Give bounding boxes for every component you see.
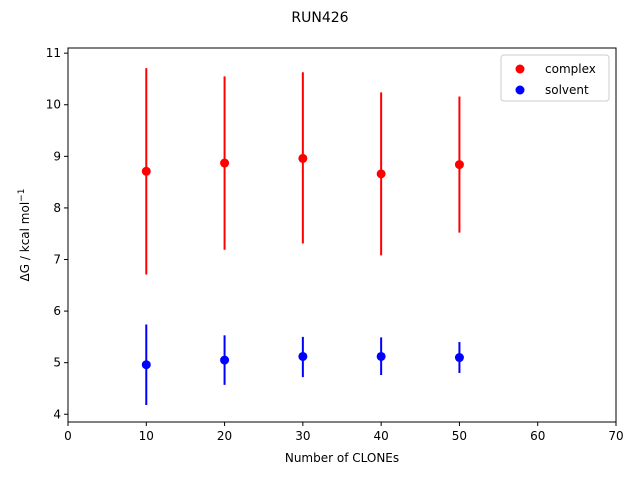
y-tick-label: 9 <box>53 149 61 163</box>
y-tick-label: 5 <box>53 356 61 370</box>
data-point <box>298 351 308 361</box>
y-tick-label: 10 <box>46 98 61 112</box>
y-axis: 4 5 6 7 8 9 10 11 <box>46 46 68 421</box>
y-axis-label: ΔG / kcal mol−1 <box>17 189 32 282</box>
y-tick-label: 8 <box>53 201 61 215</box>
y-tick-label: 4 <box>53 407 61 421</box>
x-tick-label: 0 <box>64 429 72 443</box>
x-tick-label: 40 <box>374 429 389 443</box>
legend-marker-complex <box>515 64 525 74</box>
x-tick-label: 30 <box>295 429 310 443</box>
data-point <box>141 360 151 370</box>
data-point <box>454 353 464 363</box>
y-tick-label: 11 <box>46 46 61 60</box>
legend: complex solvent <box>500 54 610 102</box>
x-tick-label: 60 <box>530 429 545 443</box>
y-tick-label: 6 <box>53 304 61 318</box>
legend-label-complex: complex <box>545 62 596 76</box>
chart-title: RUN426 <box>291 10 348 26</box>
x-axis: 0 10 20 30 40 50 60 70 <box>64 422 624 443</box>
data-point <box>298 153 308 163</box>
y-tick-label: 7 <box>53 253 61 267</box>
series-complex <box>141 68 464 275</box>
x-tick-label: 70 <box>608 429 623 443</box>
legend-box <box>500 54 610 102</box>
data-point <box>376 351 386 361</box>
y-axis-label-superscript: −1 <box>17 189 27 202</box>
data-point <box>220 158 230 168</box>
x-tick-label: 10 <box>139 429 154 443</box>
data-point <box>454 160 464 170</box>
y-axis-label-text: ΔG / kcal mol <box>18 202 32 282</box>
data-point <box>376 169 386 179</box>
x-axis-label: Number of CLONEs <box>285 451 399 465</box>
legend-label-solvent: solvent <box>545 83 589 97</box>
plot-frame <box>67 47 617 423</box>
x-tick-label: 50 <box>452 429 467 443</box>
data-point <box>141 166 151 176</box>
series-solvent <box>141 324 464 405</box>
x-tick-label: 20 <box>217 429 232 443</box>
legend-marker-solvent <box>515 85 525 95</box>
plot-marks <box>141 68 464 405</box>
data-point <box>220 355 230 365</box>
